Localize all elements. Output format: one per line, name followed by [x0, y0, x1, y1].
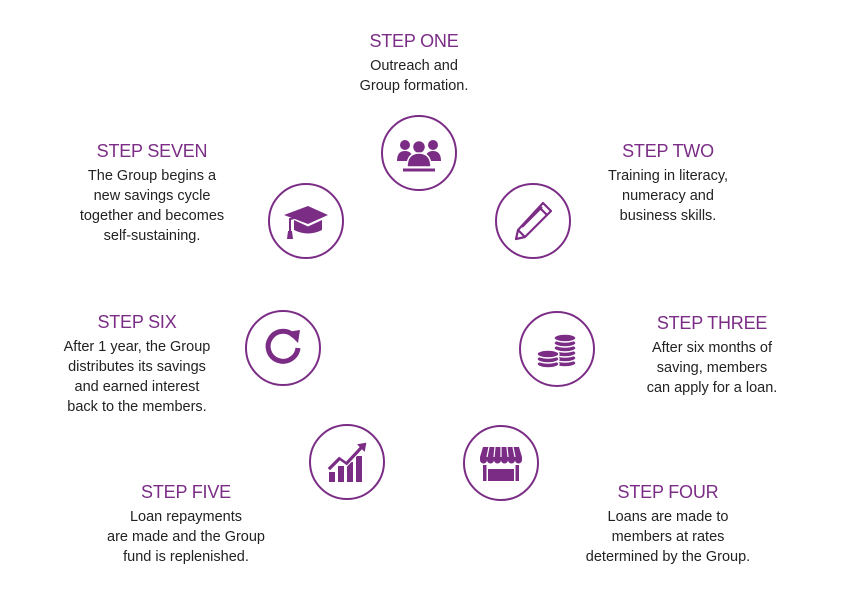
step-five-text: STEP FIVE Loan repayments are made and t… [86, 481, 286, 567]
step-three-description: After six months of saving, members can … [622, 338, 802, 398]
step-one-icon-circle [381, 115, 457, 191]
graduation-cap-icon [284, 206, 328, 239]
step-five-line: fund is replenished. [123, 549, 249, 565]
step-four-line: members at rates [611, 529, 725, 545]
step-four-title: STEP FOUR [617, 482, 719, 502]
step-four-line: Loans are made to [607, 509, 729, 525]
step-six-title: STEP SIX [97, 312, 177, 332]
step-three-line: After six months of [651, 340, 773, 356]
step-two-line: numeracy and [622, 188, 714, 204]
group-people-icon [397, 139, 441, 172]
step-three-title: STEP THREE [656, 313, 768, 333]
step-six-line: distributes its savings [68, 359, 206, 375]
step-seven-title: STEP SEVEN [96, 141, 208, 161]
step-six-text: STEP SIX After 1 year, the Group distrib… [47, 311, 227, 417]
step-one-text: STEP ONE Outreach and Group formation. [334, 30, 494, 96]
step-six-icon-circle [245, 310, 321, 386]
step-six-line: back to the members. [67, 399, 207, 415]
step-one-title: STEP ONE [369, 31, 459, 51]
step-six-line: and earned interest [74, 379, 200, 395]
market-stall-icon [480, 446, 522, 481]
step-seven-line: new savings cycle [93, 188, 211, 204]
step-seven-icon-circle [268, 183, 344, 259]
step-four-icon-circle [463, 425, 539, 501]
step-five-line: are made and the Group [107, 529, 265, 545]
step-one-line: Group formation. [359, 78, 469, 94]
step-five-title: STEP FIVE [141, 482, 231, 502]
step-two-description: Training in literacy, numeracy and busin… [578, 166, 758, 226]
step-three-line: saving, members [656, 360, 768, 376]
step-one-description: Outreach and Group formation. [334, 56, 494, 96]
step-six-description: After 1 year, the Group distributes its … [47, 337, 227, 417]
step-seven-line: self-sustaining. [103, 228, 201, 244]
step-five-line: Loan repayments [129, 509, 243, 525]
coins-icon [536, 333, 577, 369]
step-three-text: STEP THREE After six months of saving, m… [622, 312, 802, 398]
step-five-description: Loan repayments are made and the Group f… [86, 507, 286, 567]
step-two-text: STEP TWO Training in literacy, numeracy … [578, 140, 758, 226]
step-four-text: STEP FOUR Loans are made to members at r… [568, 481, 768, 567]
step-three-icon-circle [519, 311, 595, 387]
step-seven-line: together and becomes [79, 208, 225, 224]
step-four-line: determined by the Group. [585, 549, 751, 565]
step-one-line: Outreach and [370, 58, 458, 74]
step-five-icon-circle [309, 424, 385, 500]
step-seven-text: STEP SEVEN The Group begins a new saving… [62, 140, 242, 246]
step-two-title: STEP TWO [622, 141, 714, 161]
step-seven-line: The Group begins a [87, 168, 217, 184]
step-three-line: can apply for a loan. [646, 380, 778, 396]
cycle-arrow-icon [265, 328, 301, 364]
step-six-line: After 1 year, the Group [63, 339, 211, 355]
step-two-line: business skills. [619, 208, 717, 224]
step-seven-description: The Group begins a new savings cycle tog… [62, 166, 242, 246]
growth-chart-icon [326, 441, 368, 482]
step-two-line: Training in literacy, [607, 168, 729, 184]
step-two-icon-circle [495, 183, 571, 259]
step-four-description: Loans are made to members at rates deter… [568, 507, 768, 567]
pencil-icon [514, 201, 553, 241]
